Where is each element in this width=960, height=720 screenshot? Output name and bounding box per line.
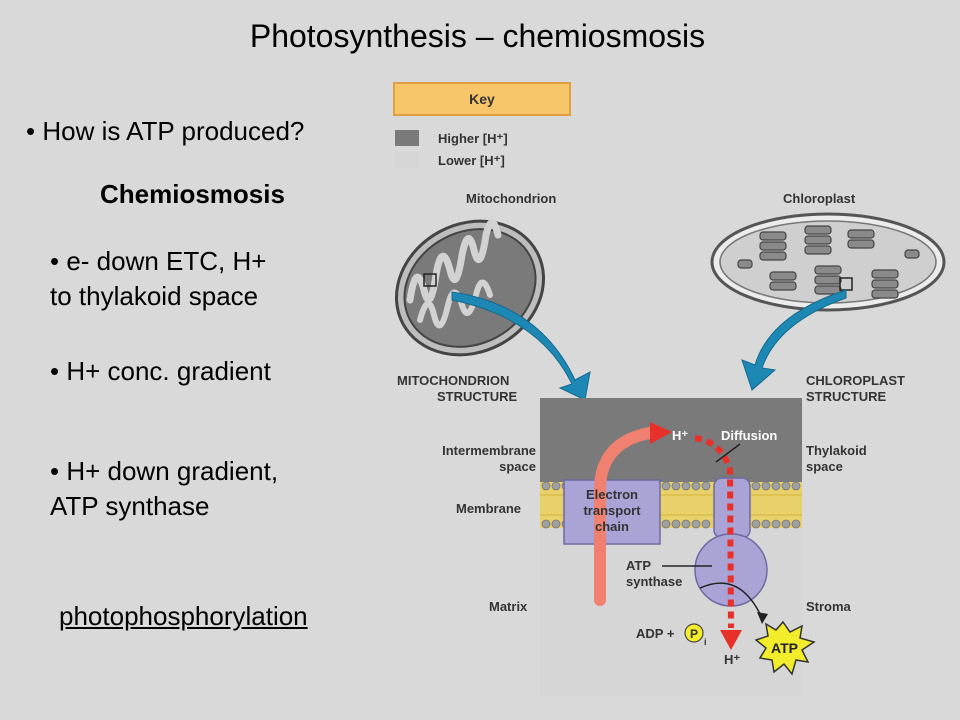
chloro-structure-label: CHLOROPLAST STRUCTURE (806, 373, 905, 405)
h-diffusion-arrow (694, 435, 734, 629)
photophosphorylation-term: photophosphorylation (59, 601, 308, 631)
h-plus-bottom-label: H⁺ (724, 652, 741, 667)
bullet-1-line2: to thylakoid space (50, 281, 259, 311)
etc-line3: chain (595, 519, 629, 534)
mitochondrion-label: Mitochondrion (466, 191, 557, 206)
thylakoid-line1: Thylakoid (806, 443, 867, 458)
pi-subscript: i (704, 637, 707, 647)
bullet-3: • H+ down gradient, ATP synthase (50, 454, 278, 524)
mito-structure-label: MITOCHONDRION STRUCTURE (397, 373, 517, 405)
etc-label: Electron transport chain (566, 487, 658, 535)
pi-circle (684, 623, 704, 643)
chloro-zoom-arrow (741, 289, 847, 391)
key-lower-label: Lower [H⁺] (438, 153, 505, 168)
pi-label: P (690, 627, 699, 641)
key-higher-label: Higher [H⁺] (438, 131, 508, 146)
chloro-structure-line1: CHLOROPLAST (806, 373, 905, 388)
stroma-label: Stroma (806, 599, 851, 614)
chemiosmosis-heading: Chemiosmosis (100, 179, 285, 209)
bullet-2-line1: • H+ conc. gradient (50, 356, 271, 386)
adp-label: ADP + (636, 626, 675, 641)
intermembrane-line1: Intermembrane (442, 443, 536, 458)
bullet-1: • e- down ETC, H+ to thylakoid space (50, 244, 266, 314)
key-higher-swatch (395, 130, 419, 146)
question-bullet: • How is ATP produced? (26, 116, 305, 146)
mito-structure-line2: STRUCTURE (437, 389, 518, 404)
mito-structure-line1: MITOCHONDRION (397, 373, 510, 388)
phosphorylation-arrow (699, 582, 763, 619)
bullet-3-line2: ATP synthase (50, 491, 210, 521)
bullet-2: • H+ conc. gradient (50, 354, 271, 389)
slide-title: Photosynthesis – chemiosmosis (249, 18, 706, 54)
diffusion-label: Diffusion (721, 428, 778, 443)
atp-synthase-line2: synthase (626, 574, 683, 589)
atp-synthase-label: ATP synthase (626, 558, 682, 590)
thylakoid-label: Thylakoid space (806, 443, 867, 475)
atp-star (754, 620, 816, 676)
high-h-region (540, 398, 802, 482)
etc-line2: transport (583, 503, 641, 518)
etc-box (563, 479, 661, 545)
membrane-label: Membrane (456, 501, 522, 516)
atp-label: ATP (771, 640, 798, 656)
intermembrane-line2: space (499, 459, 536, 474)
thylakoid-line2: space (806, 459, 843, 474)
chloroplast-illustration (710, 212, 946, 312)
bullet-3-line1: • H+ down gradient, (50, 456, 279, 486)
chloro-structure-line2: STRUCTURE (806, 389, 887, 404)
etc-line1: Electron (585, 487, 638, 502)
intermembrane-label: Intermembrane space (422, 443, 536, 475)
matrix-label: Matrix (489, 599, 528, 614)
chloroplast-label: Chloroplast (783, 191, 856, 206)
mito-zoom-arrow (451, 291, 591, 401)
h-pump-arrow (594, 426, 661, 606)
atp-synthase-line1: ATP (626, 558, 652, 573)
bullet-1-line1: • e- down ETC, H+ (50, 246, 267, 276)
key-box: Key (393, 82, 571, 116)
h-plus-top-label: H⁺ (672, 428, 689, 443)
key-lower-swatch (395, 152, 419, 168)
mitochondrion-illustration (394, 219, 546, 357)
